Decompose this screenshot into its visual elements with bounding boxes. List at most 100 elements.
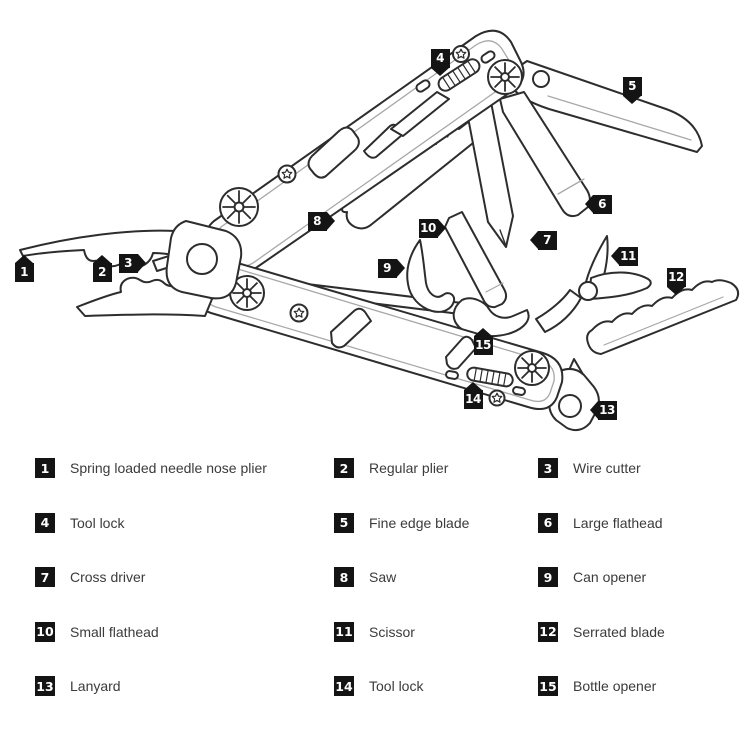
legend-label: Small flathead bbox=[70, 623, 159, 640]
diagram-marker-14: 14 bbox=[463, 381, 483, 409]
marker-arrow-up-icon bbox=[92, 254, 111, 263]
scissor-blade-right-art bbox=[588, 271, 652, 300]
marker-arrow-left-icon bbox=[610, 246, 619, 265]
tool-lock-slider bbox=[437, 58, 481, 92]
lanyard-hole bbox=[558, 394, 582, 418]
legend-label: Fine edge blade bbox=[369, 514, 470, 531]
marker-arrow-down-icon bbox=[430, 67, 449, 76]
pivot-wheel bbox=[219, 187, 259, 227]
blade-pivot-hole bbox=[532, 70, 550, 88]
legend-item-13: 13 Lanyard bbox=[35, 676, 334, 731]
marker-number: 13 bbox=[599, 403, 615, 417]
legend-item-10: 10 Small flathead bbox=[35, 621, 334, 677]
bottle-opener-art bbox=[452, 297, 530, 338]
legend-badge: 8 bbox=[334, 567, 354, 587]
marker-arrow-left-icon bbox=[589, 400, 598, 419]
legend-item-15: 15 Bottle opener bbox=[538, 676, 750, 731]
star-screw bbox=[452, 45, 470, 63]
legend-item-14: 14 Tool lock bbox=[334, 676, 538, 731]
handle-slot-oval bbox=[480, 50, 496, 64]
legend-label: Lanyard bbox=[70, 678, 121, 694]
legend-label: Regular plier bbox=[369, 460, 449, 476]
diagram-marker-5: 5 bbox=[622, 76, 642, 104]
marker-number: 10 bbox=[420, 221, 436, 235]
legend-badge: 13 bbox=[35, 676, 55, 696]
serrated-blade-art bbox=[586, 279, 740, 355]
can-opener-art bbox=[406, 239, 456, 313]
legend-badge: 5 bbox=[334, 512, 354, 533]
cross-tip-line bbox=[499, 229, 507, 247]
small-flathead-art bbox=[444, 211, 508, 309]
legend-label: Scissor bbox=[369, 623, 415, 640]
marker-number: 11 bbox=[620, 249, 636, 263]
legend-label: Tool lock bbox=[369, 678, 424, 694]
small-flathead-tip-line bbox=[485, 282, 504, 293]
legend-label: Can opener bbox=[573, 569, 647, 585]
legend-label: Tool lock bbox=[70, 514, 125, 531]
diagram-marker-10: 10 bbox=[418, 218, 446, 238]
diagram-marker-1: 1 bbox=[14, 254, 34, 282]
marker-number: 15 bbox=[475, 338, 491, 352]
legend-badge: 7 bbox=[35, 567, 55, 587]
star-screw bbox=[488, 389, 506, 407]
marker-arrow-up-icon bbox=[14, 254, 33, 263]
legend-badge: 2 bbox=[334, 458, 354, 478]
legend-item-5: 5 Fine edge blade bbox=[334, 512, 538, 568]
marker-arrow-up-icon bbox=[463, 381, 482, 390]
legend-label: Saw bbox=[369, 569, 397, 585]
diagram-marker-15: 15 bbox=[473, 327, 493, 355]
diagram-marker-9: 9 bbox=[377, 258, 405, 278]
marker-arrow-right-icon bbox=[437, 218, 446, 237]
legend-label: Serrated blade bbox=[573, 623, 665, 640]
marker-number: 9 bbox=[383, 261, 391, 275]
legend-badge: 14 bbox=[334, 676, 354, 696]
marker-number: 4 bbox=[436, 51, 444, 65]
large-flathead-art bbox=[499, 91, 591, 218]
legend-badge: 1 bbox=[35, 458, 55, 478]
handle-slot-oval bbox=[445, 370, 459, 380]
legend-badge: 3 bbox=[538, 458, 558, 478]
legend-badge: 15 bbox=[538, 676, 558, 696]
legend-item-12: 12 Serrated blade bbox=[538, 621, 750, 677]
legend-badge: 12 bbox=[538, 621, 558, 642]
diagram-marker-2: 2 bbox=[92, 254, 112, 282]
legend-label: Cross driver bbox=[70, 569, 146, 585]
marker-number: 14 bbox=[465, 392, 481, 406]
diagram-marker-4: 4 bbox=[430, 48, 450, 76]
legend-badge: 10 bbox=[35, 621, 55, 642]
legend-badge: 4 bbox=[35, 512, 55, 533]
pivot-wheel bbox=[514, 350, 550, 386]
diagram-marker-3: 3 bbox=[118, 253, 146, 273]
marker-number: 3 bbox=[124, 256, 132, 270]
legend-item-2: 2 Regular plier bbox=[334, 458, 538, 513]
serrated-inner-line bbox=[603, 296, 724, 346]
blade-grind-line bbox=[547, 95, 692, 141]
marker-number: 5 bbox=[628, 79, 636, 93]
marker-arrow-right-icon bbox=[137, 253, 146, 272]
handle-slot-oval bbox=[415, 79, 431, 93]
marker-number: 2 bbox=[98, 265, 106, 279]
diagram-marker-13: 13 bbox=[589, 400, 617, 420]
marker-number: 1 bbox=[20, 265, 28, 279]
multitool-illustration bbox=[19, 29, 740, 432]
pivot-hole bbox=[186, 243, 218, 275]
star-screw bbox=[289, 303, 309, 323]
tool-lock-slider bbox=[466, 366, 514, 388]
scissor-arm-art bbox=[535, 289, 582, 333]
pivot-wheel bbox=[487, 59, 523, 95]
handle-cutout-diamond bbox=[330, 307, 372, 349]
marker-number: 12 bbox=[668, 270, 684, 284]
diagram-marker-11: 11 bbox=[610, 246, 638, 266]
marker-arrow-right-icon bbox=[396, 258, 405, 277]
handle-cutout-diamond bbox=[307, 126, 360, 179]
marker-arrow-up-icon bbox=[473, 327, 492, 336]
marker-arrow-left-icon bbox=[529, 230, 538, 249]
diagram-marker-7: 7 bbox=[529, 230, 557, 250]
flathead-tip-line bbox=[557, 178, 585, 195]
legend-badge: 6 bbox=[538, 512, 558, 533]
legend-label: Bottle opener bbox=[573, 678, 657, 694]
